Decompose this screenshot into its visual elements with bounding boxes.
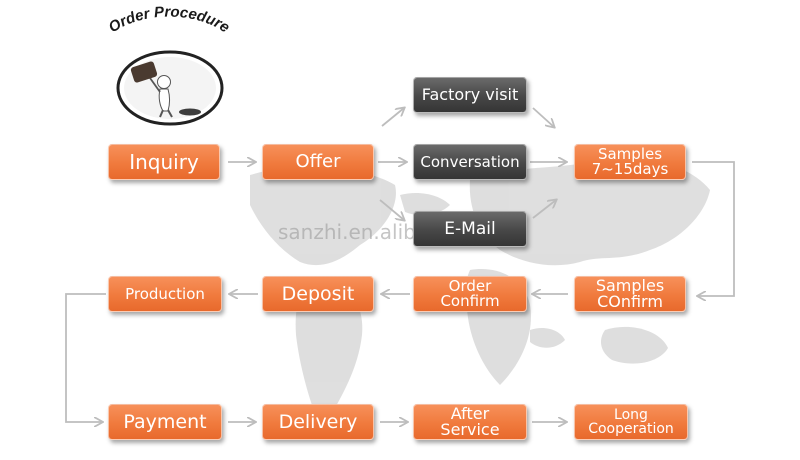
node-conversation: Conversation <box>413 144 527 180</box>
node-production: Production <box>108 276 222 312</box>
node-long-cooperation: Long Cooperation <box>574 404 688 440</box>
arrow-offer-factory-visit <box>381 108 404 127</box>
arrow-offer-email <box>379 199 404 220</box>
node-offer: Offer <box>262 144 374 180</box>
node-samples-confirm: Samples COnfirm <box>574 276 686 312</box>
node-deposit: Deposit <box>262 276 374 312</box>
node-payment: Payment <box>108 404 222 440</box>
arrow-production-payment <box>65 293 106 422</box>
node-order-confirm: Order Confirm <box>413 276 527 312</box>
arrow-factory-visit-samples <box>532 107 554 127</box>
node-samples: Samples 7~15days <box>574 144 686 180</box>
flow-arrows <box>65 107 735 422</box>
arrow-samples-samples-confirm <box>692 161 735 296</box>
node-inquiry: Inquiry <box>108 144 220 180</box>
node-after-service: After Service <box>413 404 527 440</box>
title-emblem: Order Procedure <box>106 4 233 126</box>
person-with-hammer-icon <box>130 61 201 118</box>
node-factory-visit: Factory visit <box>413 77 527 113</box>
node-delivery: Delivery <box>262 404 374 440</box>
title-text: Order Procedure <box>106 4 233 37</box>
node-email: E-Mail <box>413 211 527 247</box>
arrow-email-samples <box>532 200 556 219</box>
